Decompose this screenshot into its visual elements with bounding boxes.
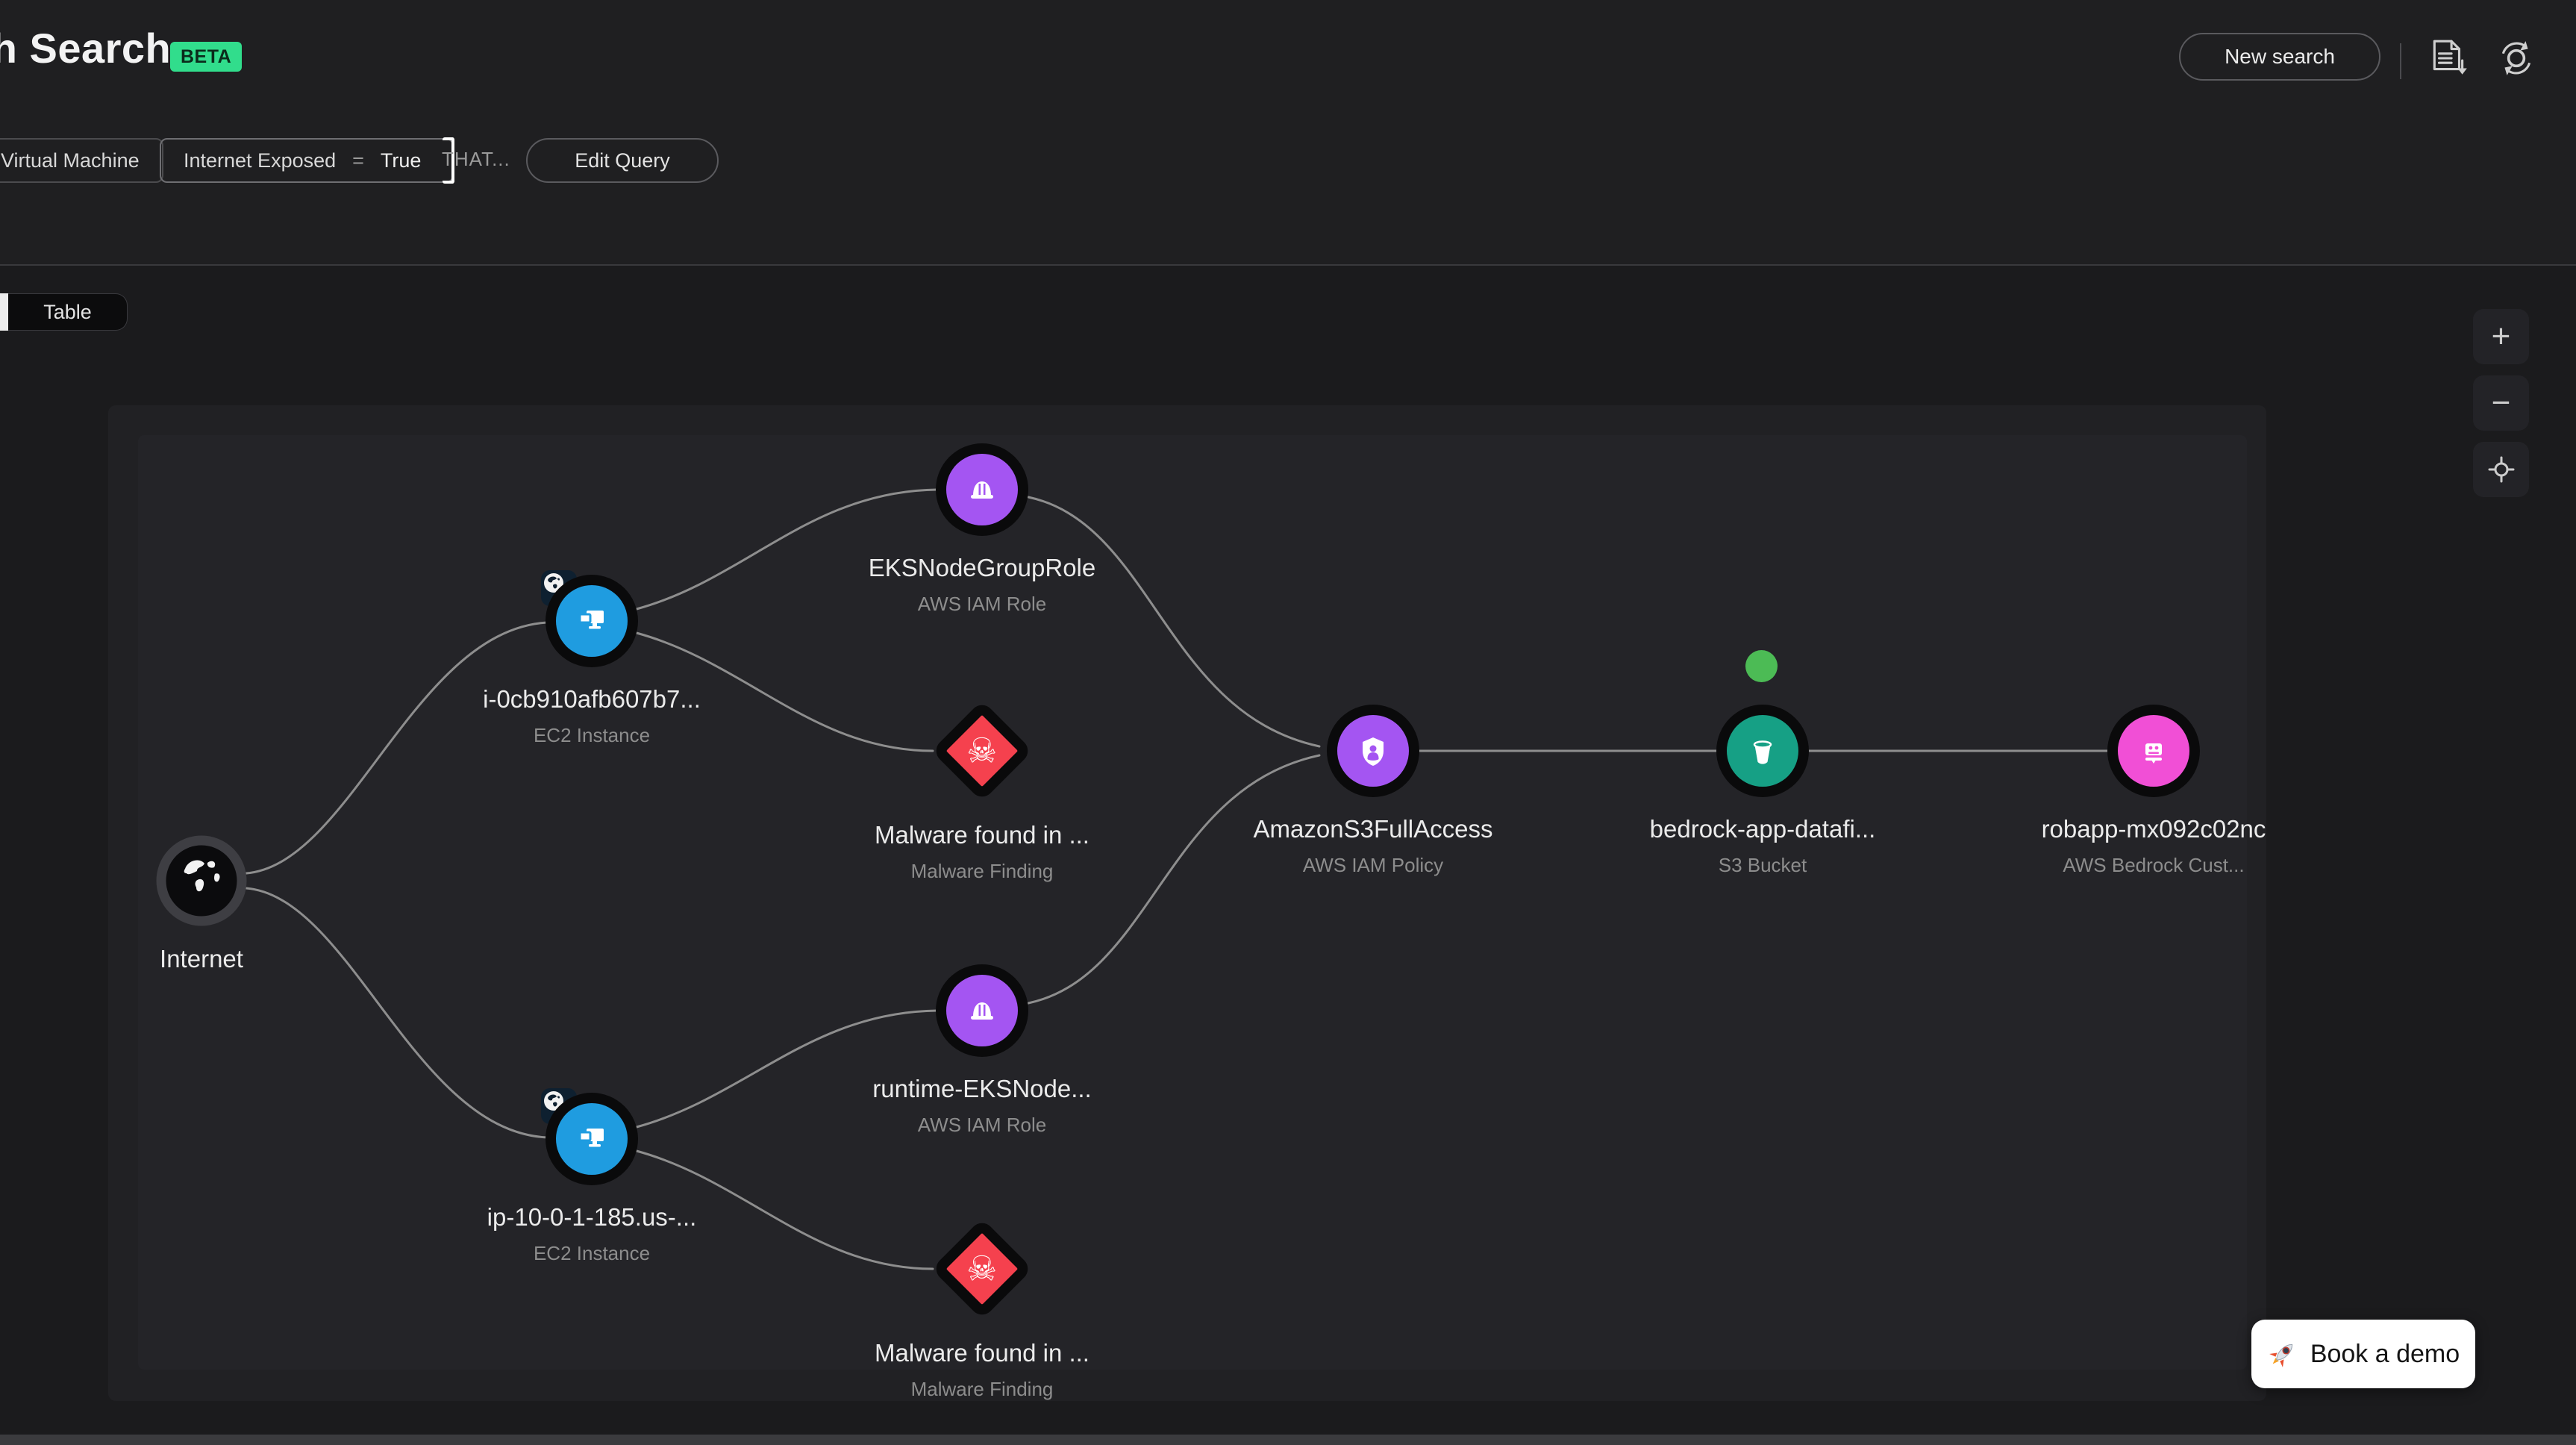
node-subtitle: AWS IAM Role — [917, 593, 1047, 615]
node-ec2-instance-1[interactable]: i-0cb910afb607b7... EC2 Instance — [428, 570, 756, 747]
edit-query-button[interactable]: Edit Query — [526, 138, 719, 183]
zoom-in-button[interactable]: + — [2473, 309, 2529, 364]
node-title: bedrock-app-datafi... — [1649, 815, 1876, 843]
node-malware-finding-1[interactable]: ☠ Malware found in ... Malware Finding — [818, 700, 1146, 883]
rocket-icon — [2269, 1343, 2292, 1367]
page-title: Graph Search — [0, 25, 172, 72]
node-subtitle: Malware Finding — [910, 860, 1054, 882]
status-dot-green — [1745, 650, 1778, 682]
node-subtitle: Malware Finding — [910, 1378, 1054, 1400]
node-malware-finding-2[interactable]: ☠ Malware found in ... Malware Finding — [818, 1218, 1146, 1401]
node-iam-role-eksnodegrouprole[interactable]: EKSNodeGroupRole AWS IAM Role — [818, 443, 1146, 616]
ec2-monitor-icon — [556, 585, 628, 657]
shield-user-icon — [1337, 715, 1409, 787]
tab-table[interactable]: Table — [8, 293, 128, 331]
node-subtitle: EC2 Instance — [533, 1242, 651, 1264]
crosshair-icon — [2488, 456, 2514, 483]
book-demo-button[interactable]: Book a demo — [2251, 1320, 2475, 1388]
skull-crossbones-icon: ☠ — [966, 1249, 998, 1288]
hard-hat-icon — [946, 454, 1018, 525]
node-title: EKSNodeGroupRole — [868, 554, 1096, 581]
node-ec2-instance-2[interactable]: ip-10-0-1-185.us-... EC2 Instance — [428, 1088, 756, 1265]
chip-selection-bracket — [443, 137, 455, 184]
center-view-button[interactable] — [2473, 442, 2529, 497]
hard-hat-icon — [946, 975, 1018, 1046]
node-subtitle: EC2 Instance — [533, 724, 651, 746]
chip-label: Virtual Machine — [1, 149, 140, 172]
node-title: i-0cb910afb607b7... — [483, 685, 701, 713]
node-internet[interactable]: Internet — [37, 834, 366, 973]
malware-diamond-icon: ☠ — [931, 700, 1033, 802]
node-iam-role-runtime[interactable]: runtime-EKSNode... AWS IAM Role — [818, 964, 1146, 1137]
ec2-monitor-icon — [556, 1103, 628, 1175]
node-title: runtime-EKSNode... — [872, 1075, 1092, 1102]
internet-globe-icon — [156, 835, 247, 926]
query-chip-internet-exposed[interactable]: Internet Exposed = True — [160, 137, 455, 184]
node-subtitle: AWS IAM Role — [917, 1114, 1047, 1136]
node-bedrock-custom-model[interactable]: robapp-mx092c02nc AWS Bedrock Cust... — [1989, 705, 2318, 877]
node-title: Malware found in ... — [875, 1339, 1090, 1367]
query-connector-that: THAT... — [442, 148, 510, 170]
node-subtitle: S3 Bucket — [1718, 854, 1807, 876]
chip-value: True — [380, 149, 422, 172]
node-s3-bucket[interactable]: bedrock-app-datafi... S3 Bucket — [1598, 705, 1927, 877]
book-demo-label: Book a demo — [2310, 1339, 2460, 1368]
beta-badge: BETA — [170, 42, 243, 72]
node-subtitle: AWS IAM Policy — [1302, 854, 1444, 876]
graph-canvas-inner — [138, 435, 2247, 1370]
node-title: AmazonS3FullAccess — [1253, 815, 1493, 843]
horizontal-scrollbar[interactable] — [0, 1435, 2576, 1445]
node-title: Malware found in ... — [875, 821, 1090, 849]
query-chip-virtual-machine[interactable]: Virtual Machine — [0, 138, 163, 183]
zoom-out-button[interactable]: − — [2473, 375, 2529, 431]
chip-field: Internet Exposed — [184, 149, 337, 172]
graph-canvas[interactable] — [108, 405, 2266, 1401]
header-divider — [2400, 43, 2401, 79]
chip-operator: = — [352, 149, 364, 172]
header: Graph Search BETA Virtual Machine Intern… — [0, 0, 2576, 266]
robot-icon — [2118, 715, 2189, 787]
node-title: robapp-mx092c02nc — [2041, 815, 2266, 843]
node-title: ip-10-0-1-185.us-... — [487, 1203, 697, 1231]
refresh-icon[interactable] — [2495, 37, 2537, 79]
node-iam-policy-amazons3fullaccess[interactable]: AmazonS3FullAccess AWS IAM Policy — [1209, 705, 1537, 877]
node-title: Internet — [160, 945, 243, 973]
node-subtitle: AWS Bedrock Cust... — [2063, 854, 2245, 876]
export-results-icon[interactable] — [2428, 37, 2470, 79]
skull-crossbones-icon: ☠ — [966, 731, 998, 770]
bucket-icon — [1727, 715, 1798, 787]
malware-diamond-icon: ☠ — [931, 1218, 1033, 1320]
tab-graph-partial[interactable] — [0, 293, 8, 331]
new-search-button[interactable]: New search — [2179, 33, 2380, 81]
